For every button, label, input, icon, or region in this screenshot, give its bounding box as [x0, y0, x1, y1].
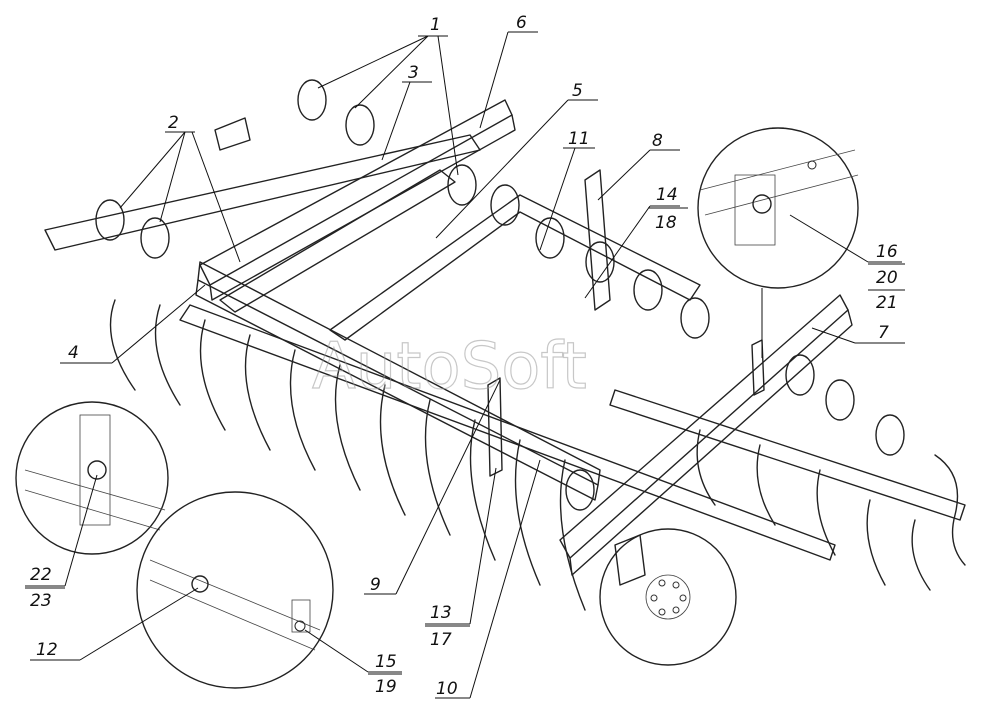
callout-3: 3 [408, 63, 419, 83]
callout-22: 22 [30, 565, 52, 585]
detail-circle-16-20-21 [697, 127, 859, 358]
callout-6: 6 [516, 13, 527, 33]
callout-12: 12 [36, 640, 58, 660]
callout-5: 5 [572, 81, 583, 101]
callout-8: 8 [652, 131, 663, 151]
callout-7: 7 [878, 323, 889, 343]
callout-14: 14 [656, 185, 678, 205]
right-disc-row [696, 429, 931, 591]
callout-10: 10 [436, 679, 458, 699]
callout-9: 9 [370, 575, 381, 595]
detail-circle-12-15-19 [136, 491, 334, 689]
callout-15: 15 [375, 652, 397, 672]
stacked-label-separators [25, 207, 905, 675]
callout-23: 23 [30, 591, 52, 611]
callout-21: 21 [876, 293, 898, 313]
rear-disc-row [109, 299, 586, 611]
harrow-line-art [44, 79, 966, 666]
callout-1: 1 [430, 15, 441, 35]
detail-circle-22-23 [15, 401, 169, 555]
callout-16: 16 [876, 242, 898, 262]
spring-tines [95, 79, 905, 511]
callout-18: 18 [655, 213, 677, 233]
callout-4: 4 [68, 343, 79, 363]
front-disc [599, 528, 737, 666]
callout-2: 2 [168, 113, 179, 133]
watermark: AutoSoft [312, 330, 587, 404]
callout-leaders [25, 31, 905, 699]
callout-19: 19 [375, 677, 397, 697]
callout-13: 13 [430, 603, 452, 623]
callout-17: 17 [430, 630, 452, 650]
callout-11: 11 [568, 129, 590, 149]
callout-20: 20 [876, 268, 898, 288]
callout-labels: 1 2 3 4 5 6 7 8 9 10 11 12 13 14 15 16 1… [30, 13, 898, 699]
